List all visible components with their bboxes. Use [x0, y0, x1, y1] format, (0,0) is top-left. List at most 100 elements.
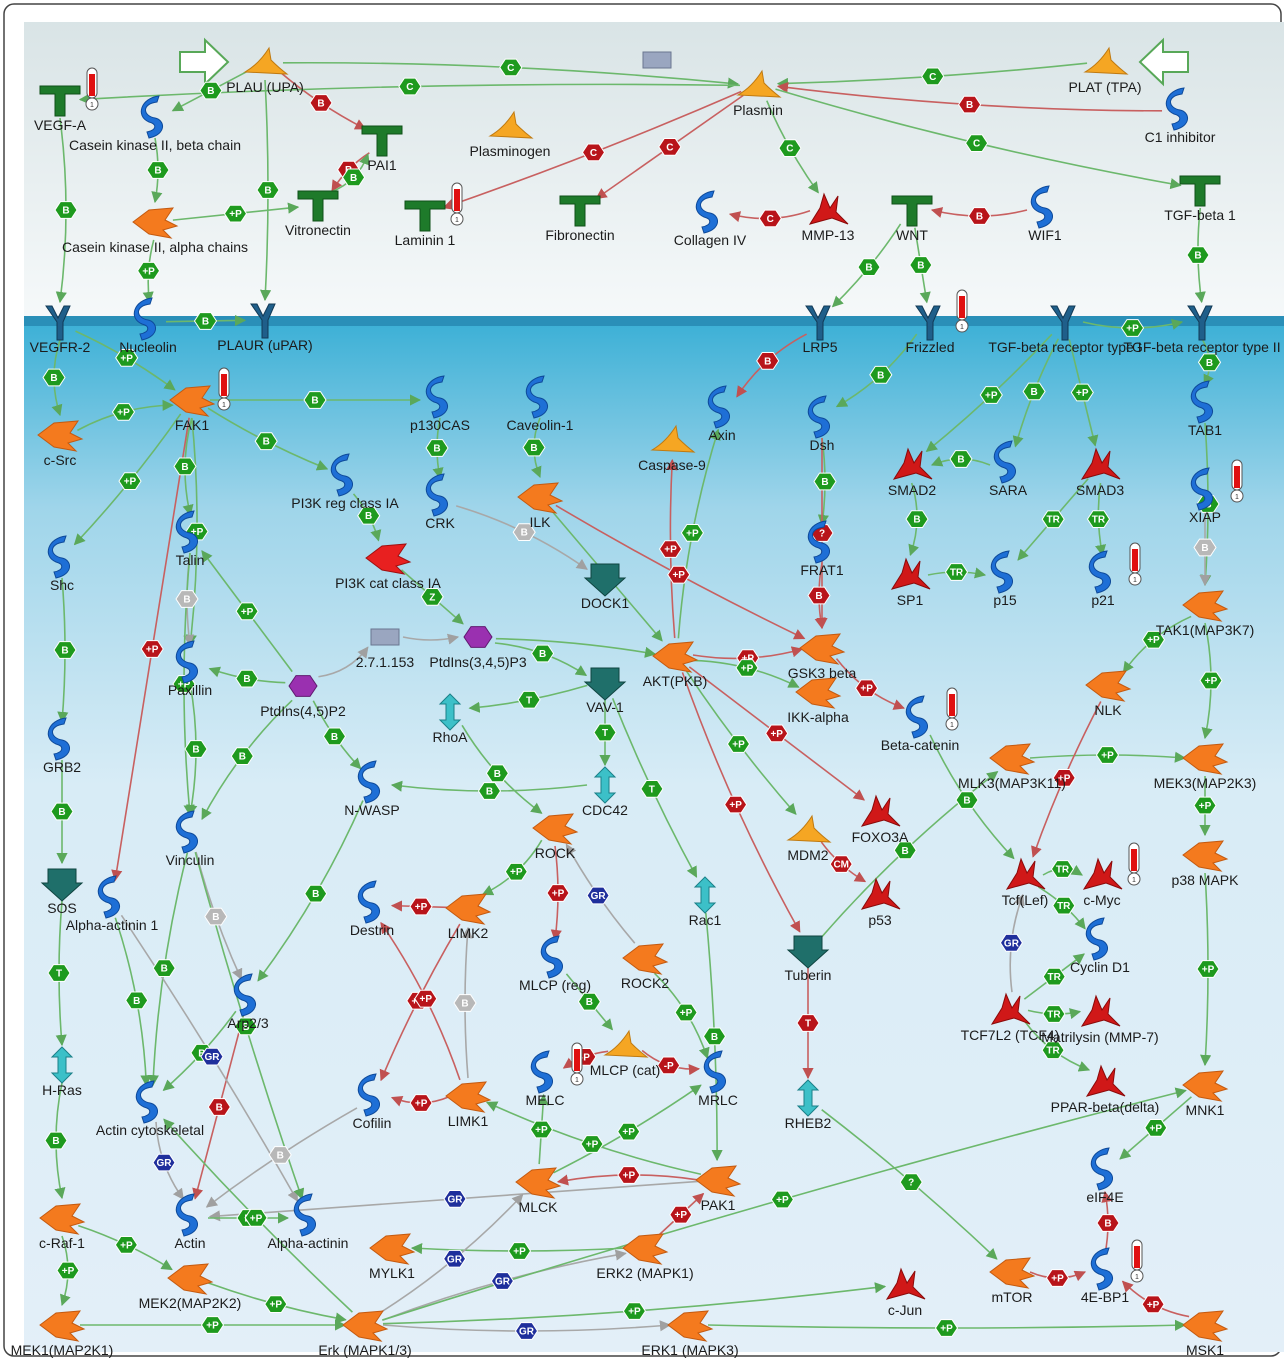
label-axin: Axin: [708, 427, 735, 443]
label-plasmin: Plasmin: [733, 102, 783, 118]
svg-text:+P: +P: [680, 1008, 693, 1019]
edge-badge-b: B: [255, 433, 277, 450]
edge-badge-tr: TR: [1088, 511, 1110, 528]
edge-badge-p: +P: [1097, 747, 1119, 764]
label-wnt: WNT: [896, 227, 928, 243]
svg-text:+P: +P: [250, 1213, 263, 1224]
label-ck2b: Casein kinase II, beta chain: [69, 137, 241, 153]
label-smad3: SMAD3: [1076, 482, 1124, 498]
svg-text:TR: TR: [1046, 1046, 1060, 1057]
edge-badge-gr: GR: [491, 1273, 513, 1290]
svg-text:B: B: [154, 166, 161, 177]
svg-text:B: B: [711, 1032, 718, 1043]
label-plasminogen: Plasminogen: [470, 143, 551, 159]
svg-text:B: B: [311, 396, 318, 407]
edge-badge-b: B: [231, 748, 253, 765]
svg-text:B: B: [764, 356, 771, 367]
label-akt: AKT(PKB): [643, 673, 708, 689]
edge-badge-b: B: [950, 451, 972, 468]
label-ilk: ILK: [529, 514, 551, 530]
svg-text:+P: +P: [985, 391, 998, 402]
edge-badge-p: +P: [668, 566, 690, 583]
svg-text:+P: +P: [1126, 324, 1139, 335]
label-erk2: ERK2 (MAPK1): [596, 1265, 693, 1281]
edge-badge-b: B: [704, 1028, 726, 1045]
label-mmp13: MMP-13: [802, 227, 855, 243]
label-erk1: ERK1 (MAPK3): [641, 1342, 738, 1358]
edge-badge-p: +P: [1145, 1120, 1167, 1137]
svg-text:+P: +P: [146, 645, 159, 656]
svg-text:C: C: [786, 144, 793, 155]
label-mlcpcat: MLCP (cat): [590, 1062, 661, 1078]
label-mylk1: MYLK1: [369, 1265, 415, 1281]
edge-badge-c: C: [399, 78, 421, 95]
label-plaur: PLAUR (uPAR): [217, 337, 312, 353]
edge-badge-p: +P: [660, 541, 682, 558]
label-pi3kreg: PI3K reg class IA: [291, 495, 399, 511]
edge-badge-p: +P: [119, 473, 141, 490]
svg-text:B: B: [433, 444, 440, 455]
svg-text:B: B: [181, 462, 188, 473]
edge-badge-p: +P: [225, 205, 247, 222]
svg-text:-P: -P: [664, 1061, 674, 1072]
label-pip3: PtdIns(3,4,5)P3: [429, 654, 526, 670]
label-vav1: VAV-1: [586, 699, 624, 715]
edge-badge-b: B: [205, 908, 227, 925]
svg-text:+P: +P: [420, 994, 433, 1005]
edge-badge-b: B: [236, 670, 258, 687]
svg-text:B: B: [486, 787, 493, 798]
svg-text:+P: +P: [1147, 1300, 1160, 1311]
edge-badge-b: B: [578, 993, 600, 1010]
label-foxo3a: FOXO3A: [852, 829, 909, 845]
label-sp1: SP1: [897, 592, 924, 608]
svg-text:B: B: [312, 889, 319, 900]
expression-thermometer-icon: 1: [1129, 543, 1141, 585]
edge-badge-p: +P: [581, 1136, 603, 1153]
svg-text:B: B: [902, 846, 909, 857]
node-e27[interactable]: [371, 629, 399, 645]
label-ikka: IKK-alpha: [787, 709, 849, 725]
svg-text:B: B: [183, 595, 190, 606]
svg-text:+P: +P: [142, 266, 155, 277]
label-tcf: Tcf(Lef): [1002, 892, 1049, 908]
svg-text:B: B: [1206, 358, 1213, 369]
svg-text:1: 1: [1132, 877, 1136, 884]
label-fibronectin: Fibronectin: [545, 227, 614, 243]
label-tak1: TAK1(MAP3K7): [1156, 622, 1255, 638]
svg-text:B: B: [192, 745, 199, 756]
label-cdc42: CDC42: [582, 802, 628, 818]
svg-text:+P: +P: [120, 1240, 133, 1251]
label-rheb2: RHEB2: [785, 1115, 832, 1131]
label-destrin: Destrin: [350, 922, 394, 938]
svg-text:+P: +P: [269, 1300, 282, 1311]
svg-text:B: B: [877, 370, 884, 381]
label-rhoa: RhoA: [432, 729, 468, 745]
svg-text:C: C: [590, 148, 597, 159]
edge-badge-b: B: [479, 783, 501, 800]
svg-text:+P: +P: [415, 902, 428, 913]
edge-badge-c: C: [779, 140, 801, 157]
label-mlk3: MLK3(MAP3K11): [958, 775, 1066, 791]
label-tuberin: Tuberin: [785, 967, 832, 983]
label-fak1: FAK1: [175, 417, 209, 433]
svg-text:B: B: [264, 186, 271, 197]
expression-thermometer-icon: 1: [946, 688, 958, 730]
label-vitronectin: Vitronectin: [285, 222, 351, 238]
svg-text:+P: +P: [770, 729, 783, 740]
edge-badge-b: B: [870, 366, 892, 383]
svg-text:+P: +P: [510, 867, 523, 878]
edge-badge-b: B: [208, 1099, 230, 1116]
edge-badge-b: B: [55, 202, 77, 219]
label-alphaact: Alpha-actinin: [268, 1235, 349, 1251]
svg-text:B: B: [277, 1150, 284, 1161]
edge-badge-b: B: [906, 511, 928, 528]
edge-badge-p: +P: [623, 1303, 645, 1320]
svg-text:C: C: [666, 142, 673, 153]
svg-text:1: 1: [1135, 1274, 1139, 1281]
edge-badge-p: -P: [658, 1057, 680, 1074]
edge-badge-p: +P: [1071, 384, 1093, 401]
label-pparbd: PPAR-beta(delta): [1051, 1099, 1160, 1115]
edge-badge-b: B: [153, 960, 175, 977]
